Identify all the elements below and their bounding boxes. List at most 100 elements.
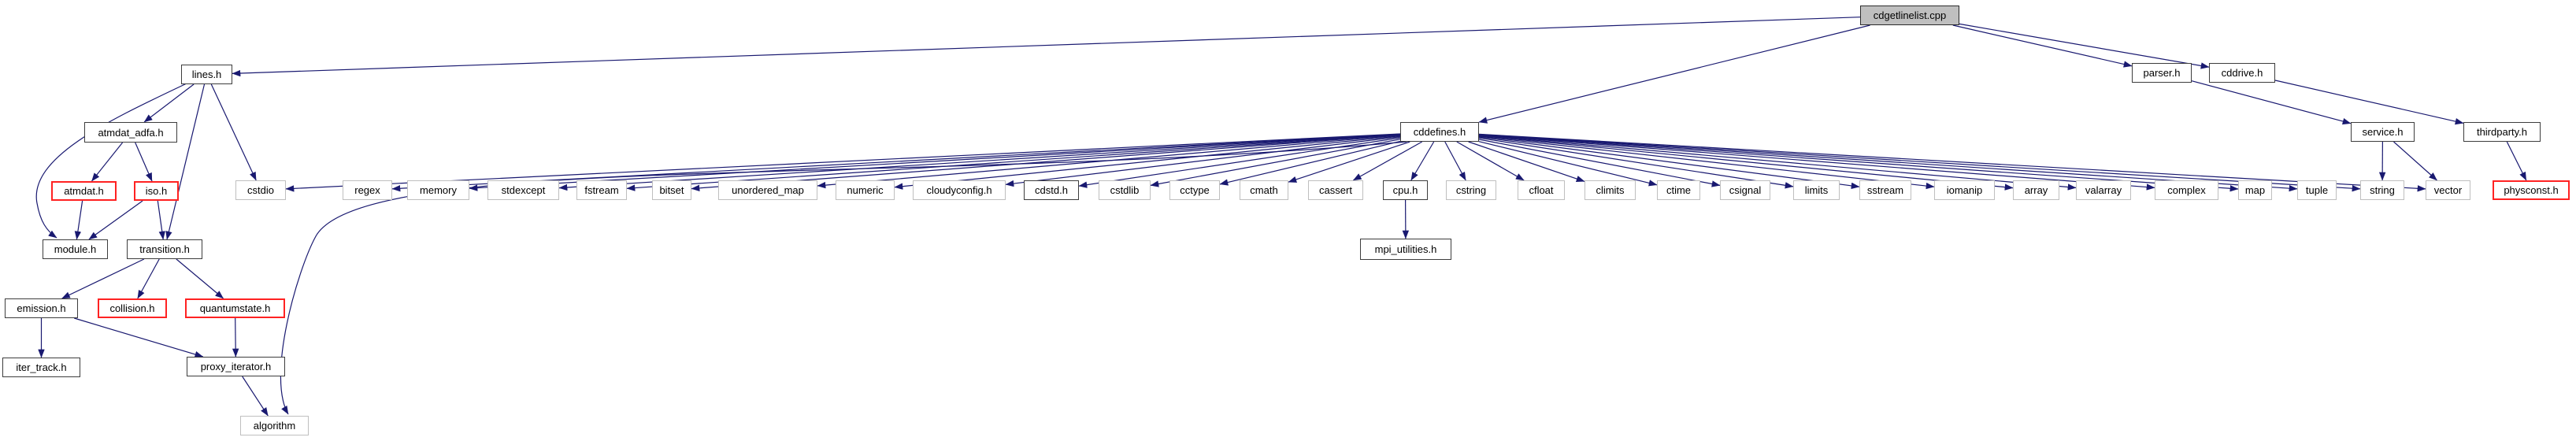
node-memory[interactable]: memory: [407, 180, 469, 200]
edge-cddefines.h-to-valarray: [1478, 135, 2077, 191]
edge-cddefines.h-to-map: [1478, 134, 2239, 192]
node-lines-h[interactable]: lines.h: [181, 65, 232, 84]
edge-cddefines.h-to-cstdio: [285, 133, 1401, 192]
node-ctime[interactable]: ctime: [1657, 180, 1700, 200]
node-cdgetlinelist-cpp: cdgetlinelist.cpp: [1860, 6, 1959, 25]
edge-parser.h-to-service.h: [2191, 80, 2352, 125]
edge-lines.h-to-transition.h: [165, 83, 206, 240]
edge-transition.h-to-emission.h: [61, 258, 145, 299]
node-mpi-utilities-h[interactable]: mpi_utilities.h: [1360, 239, 1451, 260]
edge-cddefines.h-to-string: [1478, 134, 2361, 192]
node-vector[interactable]: vector: [2426, 180, 2470, 200]
edge-cddefines.h-to-iomanip: [1478, 135, 1935, 190]
node-string[interactable]: string: [2360, 180, 2404, 200]
edge-emission.h-to-proxy_iterator.h: [74, 317, 204, 358]
node-complex[interactable]: complex: [2155, 180, 2218, 200]
edge-lines.h-to-cstdio: [210, 83, 257, 181]
node-atmdat-h[interactable]: atmdat.h: [51, 181, 117, 201]
node-fstream[interactable]: fstream: [576, 180, 627, 200]
node-cloudyconfig-h[interactable]: cloudyconfig.h: [913, 180, 1006, 200]
node-cstdio[interactable]: cstdio: [235, 180, 286, 200]
edge-cddefines.h-to-ctime: [1478, 141, 1658, 187]
edge-proxy_iterator.h-to-algorithm: [242, 376, 269, 417]
node-thirdparty-h[interactable]: thirdparty.h: [2463, 122, 2541, 142]
node-cfloat[interactable]: cfloat: [1518, 180, 1565, 200]
edge-cddefines.h-to-cmath: [1288, 141, 1410, 183]
node-collision-h[interactable]: collision.h: [98, 298, 167, 318]
node-iomanip[interactable]: iomanip: [1934, 180, 1995, 200]
edge-cddefines.h-to-tuple: [1478, 134, 2298, 192]
node-module-h[interactable]: module.h: [43, 239, 108, 259]
node-iso-h[interactable]: iso.h: [134, 181, 179, 201]
edge-cddefines.h-to-cctype: [1219, 140, 1401, 186]
node-cpu-h[interactable]: cpu.h: [1383, 180, 1428, 200]
edge-cddefines.h-to-array: [1478, 135, 2014, 191]
node-iter-track-h[interactable]: iter_track.h: [2, 358, 80, 377]
edge-quantumstate.h-to-proxy_iterator.h: [232, 317, 239, 358]
node-cddrive-h[interactable]: cddrive.h: [2209, 63, 2275, 83]
node-bitset[interactable]: bitset: [652, 180, 691, 200]
node-map[interactable]: map: [2238, 180, 2272, 200]
edge-atmdat_adfa.h-to-atmdat.h: [91, 142, 124, 182]
edge-cddefines.h-to-bitset: [691, 134, 1401, 192]
edge-cdgetlinelist.cpp-to-cddrive.h: [1959, 23, 2210, 69]
node-csignal[interactable]: csignal: [1720, 180, 1770, 200]
node-algorithm[interactable]: algorithm: [240, 416, 309, 435]
node-parser-h[interactable]: parser.h: [2132, 63, 2192, 83]
node-cstdlib[interactable]: cstdlib: [1099, 180, 1151, 200]
edge-cddefines.h-to-cdstd.h: [1078, 137, 1401, 188]
edge-cddefines.h-to-climits: [1468, 141, 1585, 183]
edge-cdgetlinelist.cpp-to-parser.h: [1952, 24, 2133, 68]
node-atmdat-adfa-h[interactable]: atmdat_adfa.h: [84, 122, 177, 143]
edge-cddefines.h-to-vector: [1478, 133, 2426, 192]
edge-cddefines.h-to-cassert: [1352, 141, 1422, 181]
edge-cddefines.h-to-cstdlib: [1150, 139, 1401, 187]
edge-cddefines.h-to-limits: [1478, 137, 1794, 189]
edge-cddefines.h-to-stdexcept: [558, 134, 1401, 191]
edge-cddefines.h-to-memory: [469, 133, 1401, 191]
node-emission-h[interactable]: emission.h: [5, 298, 78, 318]
node-tuple[interactable]: tuple: [2297, 180, 2337, 200]
edge-cddefines.h-to-cpu.h: [1410, 141, 1435, 181]
node-proxy-iterator-h[interactable]: proxy_iterator.h: [187, 357, 285, 376]
edge-cddefines.h-to-cstring: [1444, 141, 1466, 181]
edge-lines.h-to-atmdat_adfa.h: [143, 83, 195, 123]
edge-transition.h-to-quantumstate.h: [176, 258, 224, 299]
edge-lines.h-to-module.h: [35, 83, 187, 239]
node-array[interactable]: array: [2013, 180, 2059, 200]
edge-atmdat_adfa.h-to-iso.h: [135, 142, 153, 182]
edge-thirdparty.h-to-physconst.h: [2506, 141, 2527, 181]
node-climits[interactable]: climits: [1585, 180, 1636, 200]
node-cassert[interactable]: cassert: [1308, 180, 1363, 200]
node-unordered-map[interactable]: unordered_map: [718, 180, 817, 200]
edge-cdgetlinelist.cpp-to-lines.h: [232, 17, 1861, 77]
edge-cddefines.h-to-numeric: [894, 135, 1401, 190]
node-transition-h[interactable]: transition.h: [127, 239, 202, 259]
node-regex[interactable]: regex: [343, 180, 392, 200]
node-cddefines-h[interactable]: cddefines.h: [1400, 122, 1479, 142]
edge-iso.h-to-transition.h: [157, 200, 165, 240]
edge-cddefines.h-to-sstream: [1478, 136, 1860, 190]
node-physconst-h[interactable]: physconst.h: [2493, 180, 2570, 200]
edge-iso.h-to-module.h: [88, 200, 143, 240]
node-sstream[interactable]: sstream: [1859, 180, 1911, 200]
node-numeric[interactable]: numeric: [836, 180, 895, 200]
node-valarray[interactable]: valarray: [2076, 180, 2131, 200]
edge-cdgetlinelist.cpp-to-cddefines.h: [1478, 24, 1870, 124]
node-cmath[interactable]: cmath: [1240, 180, 1288, 200]
edge-cddefines.h-to-cloudyconfig.h: [1005, 136, 1401, 187]
node-limits[interactable]: limits: [1793, 180, 1840, 200]
node-stdexcept[interactable]: stdexcept: [487, 180, 559, 200]
node-cstring[interactable]: cstring: [1446, 180, 1496, 200]
edge-cddefines.h-to-csignal: [1478, 139, 1721, 187]
node-service-h[interactable]: service.h: [2351, 122, 2415, 142]
node-cctype[interactable]: cctype: [1169, 180, 1220, 200]
edge-cddefines.h-to-fstream: [626, 134, 1401, 191]
edge-cddrive.h-to-thirdparty.h: [2274, 80, 2464, 125]
edge-cddefines.h-to-complex: [1478, 134, 2155, 191]
node-cdstd-h[interactable]: cdstd.h: [1024, 180, 1079, 200]
node-quantumstate-h[interactable]: quantumstate.h: [185, 298, 285, 318]
edge-cddefines.h-to-cfloat: [1456, 141, 1525, 181]
